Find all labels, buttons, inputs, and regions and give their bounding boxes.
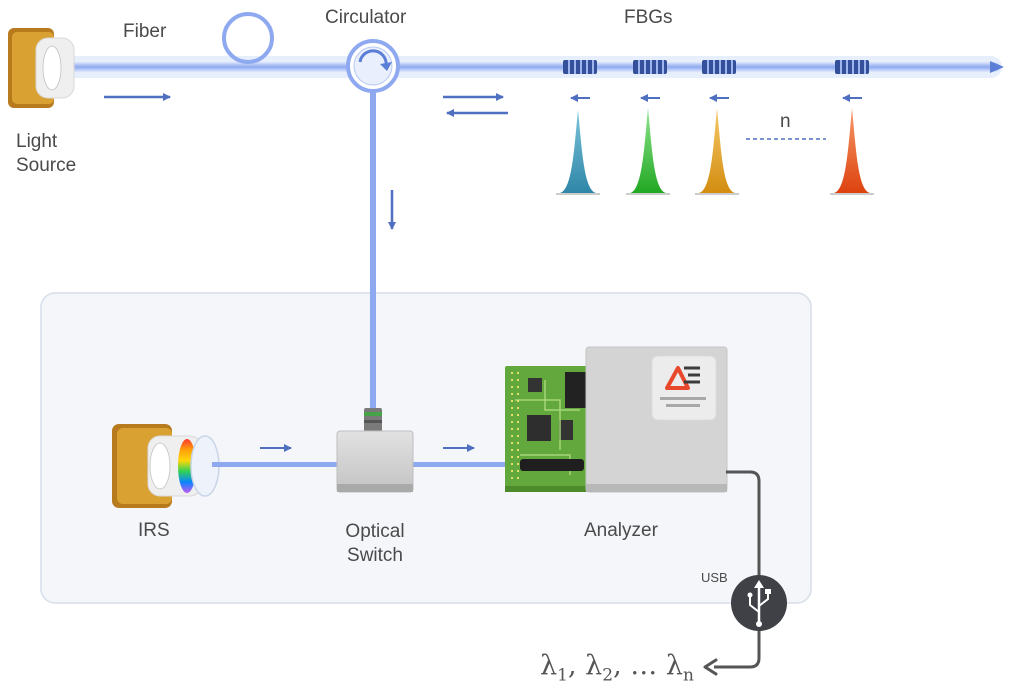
fiber-switch-analyzer xyxy=(410,462,528,467)
output-wavelengths: λ1, λ2, … λn xyxy=(540,650,694,686)
label-fbgs: FBGs xyxy=(624,7,673,28)
usb-cable xyxy=(714,470,761,669)
irs-source xyxy=(112,424,220,508)
label-circulator: Circulator xyxy=(325,7,407,28)
fiber-irs-switch xyxy=(212,462,342,467)
analyzer-box xyxy=(585,346,728,493)
analyzer-pcb xyxy=(505,366,600,492)
fiber-loop xyxy=(222,12,274,64)
label-light-source-line2: Source xyxy=(16,155,77,176)
optical-switch xyxy=(336,408,414,493)
label-analyzer: Analyzer xyxy=(584,520,658,541)
label-fiber: Fiber xyxy=(123,21,167,42)
reflection-peak-1 xyxy=(556,110,600,195)
light-source xyxy=(8,28,75,108)
circulator-fiber xyxy=(370,70,376,410)
label-optical-switch-line2: Switch xyxy=(347,545,403,566)
fbg-grating-n xyxy=(835,60,869,74)
label-irs: IRS xyxy=(138,520,170,541)
usb-icon xyxy=(731,575,787,631)
label-usb: USB xyxy=(701,570,728,585)
analyzer-logo xyxy=(665,366,700,390)
reflection-peak-n xyxy=(830,108,874,195)
fbg-grating-1 xyxy=(563,60,597,74)
reflection-peak-3 xyxy=(695,108,739,195)
circulator xyxy=(346,39,400,93)
label-n: n xyxy=(780,111,791,132)
main-fiber xyxy=(52,56,1004,78)
label-light-source-line1: Light xyxy=(16,131,58,152)
output-arrow-head xyxy=(703,658,718,676)
fbg-grating-3 xyxy=(702,60,736,74)
label-optical-switch-line1: Optical xyxy=(345,521,405,542)
reflection-peak-2 xyxy=(626,108,670,195)
fbg-grating-2 xyxy=(633,60,667,74)
